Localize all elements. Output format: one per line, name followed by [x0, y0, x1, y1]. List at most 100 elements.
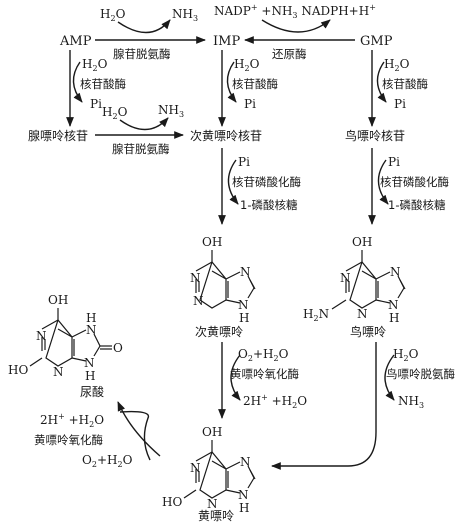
h2o-top-left: H2O: [100, 7, 126, 23]
reductase-enzyme: 还原酶: [272, 47, 307, 61]
guanine-six-ring: [345, 260, 379, 309]
hypoxanthine-name: 次黄嘌呤: [195, 324, 243, 339]
guanine-imidazole-double-bond: [399, 279, 406, 290]
amp-label: AMP: [59, 34, 92, 49]
right-ribose-1-phosphate: 1-磷酸核糖: [388, 198, 446, 212]
guanine-structure: OH N N N N H H2N 鸟嘌呤: [303, 235, 406, 339]
xo2-side-arrow: [119, 410, 151, 461]
xanthine-h: H: [239, 501, 249, 515]
guanine-c-nh2-bond: [331, 299, 347, 310]
guanine-h2n: H2N: [303, 307, 329, 323]
xo2-products: 2H+ +H2O: [40, 412, 104, 429]
xanthine-six-ring: [195, 450, 229, 499]
uric-acid-h9: H: [85, 369, 95, 383]
guanine-to-xanthine-arrow: [271, 342, 377, 470]
right-phosphorylase-side-arrow: [377, 159, 389, 205]
nh3-mid: NH3: [158, 103, 184, 119]
uric-acid-n3: N: [53, 365, 64, 379]
uric-acid-h7: H: [86, 311, 96, 325]
h2o-guanase: H2O: [393, 347, 419, 363]
guanosine-label: 鸟嘌呤核苷: [345, 128, 405, 143]
xo1-side-arrow: [230, 354, 241, 401]
left-nucleotidase-side-arrow: [72, 61, 83, 103]
xo1-reactants: O2+H2O: [238, 347, 289, 363]
mid-phosphorylase-side-arrow: [227, 159, 239, 205]
uric-acid-n9: N: [84, 356, 95, 370]
guanine-h: H: [389, 311, 399, 325]
xanthine-n7: N: [240, 455, 251, 469]
pi-imp: Pi: [244, 97, 256, 111]
gmp-nucleotidase-side-arrow: [376, 61, 387, 103]
xo1-enzyme: 黄嘌呤氧化酶: [230, 367, 299, 381]
imp-nucleotidase-enzyme: 核苷酸酶: [232, 77, 278, 91]
hypoxanthine-six-ring: [195, 260, 229, 309]
pi-gmp: Pi: [394, 97, 406, 111]
hypoxanthine-n3: N: [193, 294, 204, 308]
mid-phosphorylase-enzyme: 核苷磷酸化酶: [232, 175, 301, 189]
h2o-left: H2O: [82, 57, 108, 73]
hypoxanthine-n1: N: [190, 271, 201, 285]
guanine-n7: N: [390, 265, 401, 279]
guanine-oh: OH: [352, 235, 372, 249]
uric-acid-six-ring: [41, 318, 75, 367]
xanthine-imidazole-double-bond: [249, 469, 256, 480]
xo2-enzyme: 黄嘌呤氧化酶: [34, 433, 103, 447]
hypoxanthine-oh: OH: [202, 235, 222, 249]
left-nucleotidase-enzyme: 核苷酸酶: [80, 77, 126, 91]
xo2-reactants: O2+H2O: [82, 453, 133, 469]
pi-mid-phos: Pi: [238, 155, 250, 169]
nh3-guanase: NH3: [398, 394, 424, 410]
uric-acid-oh: OH: [48, 293, 68, 307]
xanthine-structure: OH N N N N H HO 黄嘌呤: [162, 425, 256, 522]
xanthine-c-oh2-bond: [183, 489, 197, 499]
hypoxanthine-n9: N: [238, 298, 249, 312]
hypoxanthine-n7: N: [240, 265, 251, 279]
xanthine-n9: N: [238, 488, 249, 502]
guanase-side-arrow: [384, 354, 395, 401]
imp-label: IMP: [213, 34, 240, 49]
uric-acid-c-oh2-bond: [29, 357, 43, 367]
uric-acid-n1: N: [36, 329, 47, 343]
h2o-mid: H2O: [102, 105, 128, 121]
uric-acid-structure: OH N N N H N H O HO 尿酸: [8, 293, 123, 399]
adenosine-deaminase-side-arrow: [119, 117, 169, 131]
hypoxanthine-imidazole-double-bond: [249, 279, 256, 290]
nh3-top: NH3: [172, 7, 198, 23]
xo1-products: 2H+ +H2O: [243, 393, 307, 410]
guanine-n1: N: [340, 271, 351, 285]
xanthine-name: 黄嘌呤: [198, 508, 234, 522]
h2o-imp: H2O: [234, 57, 260, 73]
xanthine-ho: HO: [162, 495, 182, 509]
hypoxanthine-structure: OH N N N N H 次黄嘌呤: [190, 235, 256, 339]
nadp-nadph-line: NADP+ +NH3 NADPH+H+: [214, 3, 376, 20]
right-phosphorylase-enzyme: 核苷磷酸化酶: [380, 175, 449, 189]
uric-acid-name: 尿酸: [80, 384, 104, 399]
h2o-gmp: H2O: [384, 57, 410, 73]
amp-deaminase-enzyme: 腺苷脱氨酶: [113, 47, 171, 61]
pi-left: Pi: [90, 97, 102, 111]
guanine-n9: N: [388, 298, 399, 312]
hypoxanthine-h: H: [239, 311, 249, 325]
imp-nucleotidase-side-arrow: [226, 61, 237, 103]
uric-acid-n7: N: [86, 323, 97, 337]
inosine-label: 次黄嘌呤核苷: [190, 128, 262, 143]
xanthine-n3: N: [207, 497, 218, 511]
reductase-side-arrow: [261, 19, 331, 33]
mid-ribose-1-phosphate: 1-磷酸核糖: [240, 198, 298, 212]
guanase-enzyme: 鸟嘌呤脱氨酶: [386, 367, 455, 381]
guanine-name: 鸟嘌呤: [350, 324, 386, 339]
gmp-label: GMP: [360, 34, 393, 49]
uric-acid-o: O: [113, 341, 123, 355]
xanthine-oh: OH: [202, 425, 222, 439]
pi-right-phos: Pi: [388, 155, 400, 169]
guanine-n3: N: [357, 307, 368, 321]
uric-acid-ho: HO: [8, 363, 28, 377]
adenosine-label: 腺嘌呤核苷: [28, 128, 88, 143]
gmp-nucleotidase-enzyme: 核苷酸酶: [382, 77, 428, 91]
xanthine-n1: N: [190, 461, 201, 475]
adenosine-deaminase-enzyme: 腺苷脱氨酶: [112, 142, 170, 156]
amp-deaminase-side-arrow: [117, 19, 171, 34]
xanthine-to-uric-acid-arrow: [117, 401, 161, 457]
